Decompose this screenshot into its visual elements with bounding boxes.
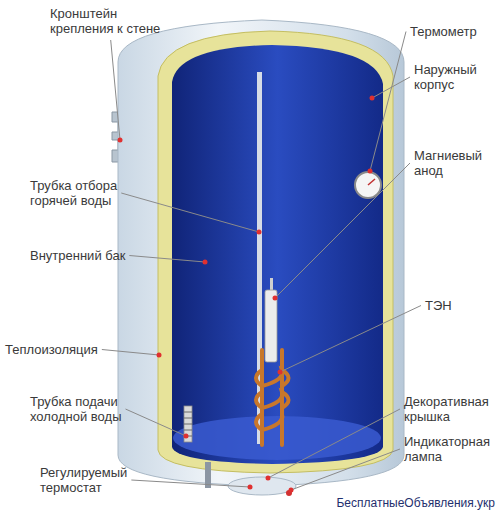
part-label: ТЭН bbox=[425, 298, 485, 313]
part-label: Кронштейн крепления к стене bbox=[50, 6, 170, 36]
leader-dot bbox=[278, 370, 283, 375]
leader-line bbox=[125, 409, 186, 436]
pipe-holes bbox=[184, 412, 192, 436]
part-label: Термометр bbox=[410, 24, 495, 39]
leader-line bbox=[372, 77, 410, 98]
thermometer-needle bbox=[368, 179, 375, 185]
leader-dot bbox=[248, 485, 253, 490]
part-label: Теплоизоляция bbox=[5, 342, 125, 357]
part-label: Индикаторная лампа bbox=[404, 434, 496, 464]
leader-dot bbox=[257, 230, 262, 235]
inner-tank bbox=[172, 45, 383, 464]
leader-dot bbox=[368, 169, 373, 174]
leader-dot bbox=[184, 434, 189, 439]
outer-casing bbox=[118, 20, 404, 486]
leader-line bbox=[121, 193, 259, 232]
leader-line bbox=[291, 449, 400, 490]
watermark: БесплатныеОбъявления.укр bbox=[334, 496, 497, 511]
heating-element bbox=[256, 350, 289, 445]
part-label: Регулируемый термостат bbox=[40, 465, 150, 495]
leader-line bbox=[131, 480, 250, 487]
leader-dot bbox=[203, 260, 208, 265]
leader-dot bbox=[289, 488, 294, 493]
leader-dot bbox=[157, 353, 162, 358]
leader-line bbox=[370, 32, 406, 172]
part-label: Декоративная крышка bbox=[404, 394, 496, 424]
magnesium-anode bbox=[265, 290, 277, 362]
leader-dot bbox=[273, 296, 278, 301]
leader-line bbox=[111, 40, 120, 140]
leader-line bbox=[102, 350, 159, 356]
leader-line bbox=[129, 256, 205, 263]
leader-dot bbox=[118, 138, 123, 143]
leader-line bbox=[280, 306, 421, 373]
part-label: Внутренний бак bbox=[30, 248, 140, 263]
leader-line bbox=[268, 409, 400, 478]
part-label: Трубка отбора горячей воды bbox=[30, 178, 140, 208]
thermometer-dial bbox=[355, 172, 381, 198]
leader-dot bbox=[370, 96, 375, 101]
part-label: Трубка подачи холодной воды bbox=[30, 394, 140, 424]
leader-line bbox=[275, 163, 410, 298]
part-label: Магниевый анод bbox=[414, 148, 496, 178]
cold-water-pipe bbox=[184, 406, 192, 442]
insulation-layer bbox=[158, 31, 393, 473]
part-label: Наружный корпус bbox=[414, 62, 496, 92]
leader-dot bbox=[266, 476, 271, 481]
